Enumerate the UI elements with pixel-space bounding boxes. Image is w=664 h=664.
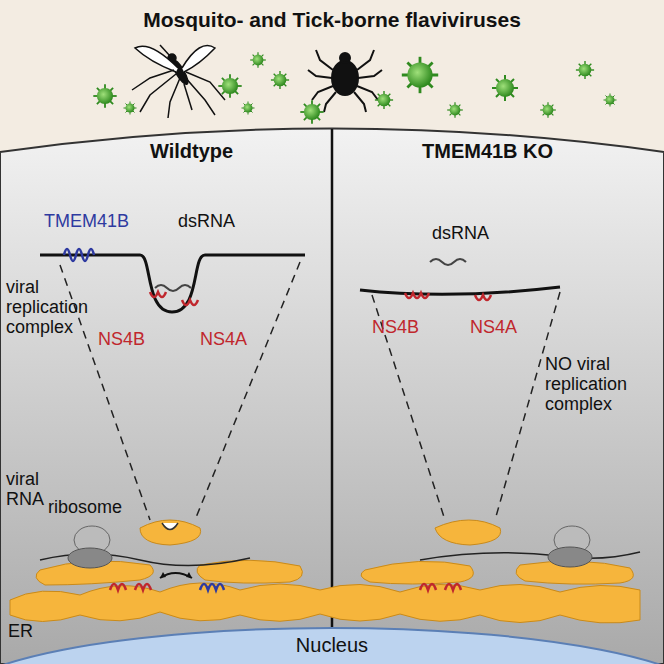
- node-text: Nucleus: [262, 634, 402, 657]
- label: TMEM41B: [44, 212, 164, 232]
- label: NO viral replication complex: [545, 355, 657, 414]
- label: ribosome: [48, 498, 148, 518]
- label: NS4B: [98, 330, 168, 350]
- panel: TMEM41B KO: [332, 136, 664, 664]
- label: viral replication complex: [6, 278, 116, 337]
- label: dsRNA: [432, 224, 522, 244]
- title: Mosquito- and Tick-borne flaviviruses: [0, 8, 664, 32]
- label: dsRNA: [178, 212, 268, 232]
- nucleus-region: Nucleus: [262, 632, 402, 660]
- node-text: TMEM41B KO: [422, 140, 664, 163]
- label: NS4A: [470, 318, 540, 338]
- node-text: Wildtype: [150, 140, 332, 163]
- label: NS4A: [200, 330, 270, 350]
- label: ER: [8, 622, 48, 642]
- label: NS4B: [372, 318, 442, 338]
